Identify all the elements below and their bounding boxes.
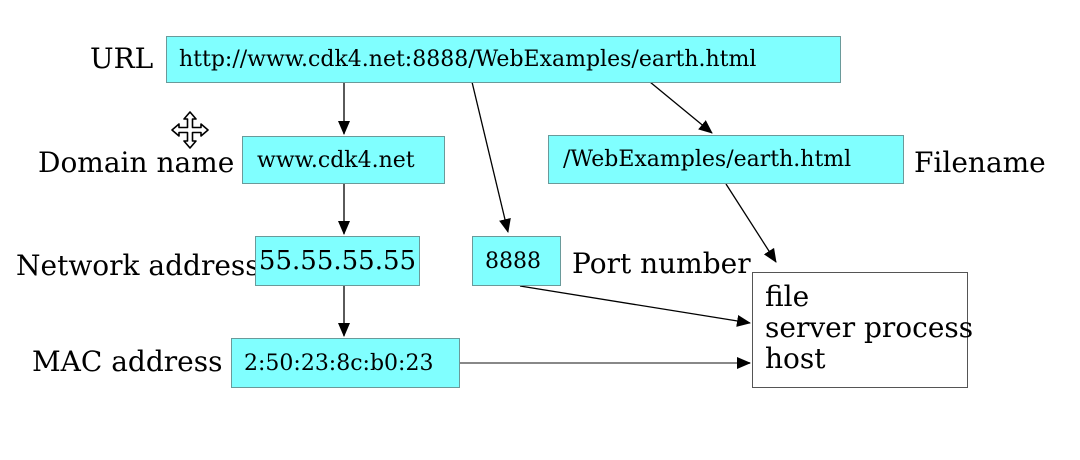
port-number-label: Port number [572,247,751,280]
mac-address-label: MAC address [32,345,223,378]
domain-name-label: Domain name [38,146,235,179]
arrow-url-to-port [471,81,511,233]
move-cursor-icon [171,111,209,149]
arrow-port-to-server-process [519,285,751,327]
url-label: URL [90,42,154,75]
domain-box: www.cdk4.net [242,136,445,184]
destination-box: file server process host [752,272,974,388]
filename-box: /WebExamples/earth.html [548,135,904,184]
destination-file: file [765,280,810,313]
mac-address-box: 2:50:23:8c:b0:23 [231,338,460,388]
arrow-filename-to-file [725,183,777,263]
network-address-label: Network address [16,249,260,282]
arrow-url-to-filename [649,81,713,134]
filename-label: Filename [914,146,1046,179]
url-box: http://www.cdk4.net:8888/WebExamples/ear… [166,36,841,83]
port-box: 8888 [472,236,561,286]
network-address-box: 55.55.55.55 [255,236,420,286]
destination-host: host [765,342,826,375]
destination-server-process: server process [765,311,974,344]
